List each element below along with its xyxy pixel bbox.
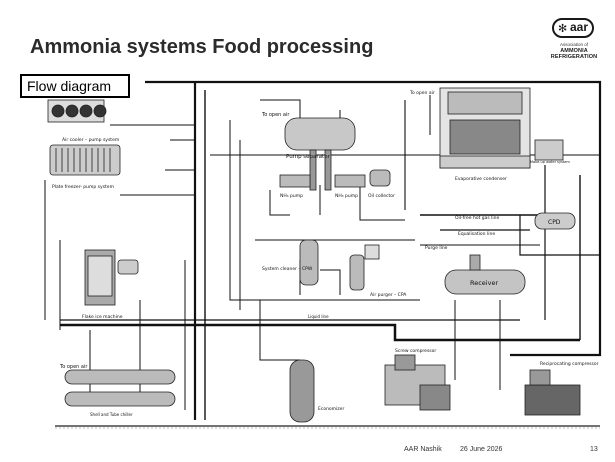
footer-org: AAR Nashik [404, 446, 442, 453]
label-air-cooler: Air cooler – pump system [62, 137, 119, 143]
label-screw-compressor: Screw compressor [395, 348, 436, 354]
label-system-cleaner: System cleaner – CPW [262, 266, 313, 272]
system-cleaner [299, 239, 319, 286]
label-cpd: CPD [548, 219, 561, 226]
air-cooler [47, 99, 107, 123]
label-receiver: Receiver [470, 279, 498, 287]
label-oil-collector: Oil collector [368, 193, 395, 199]
logo-line-2: AMMONIA REFRIGERATION [550, 48, 598, 60]
flake-ice-machine [84, 249, 139, 306]
evaporative-condenser [439, 87, 564, 169]
air-purger [349, 244, 380, 291]
pump-separator [279, 117, 391, 191]
label-plate-freezer: Plate freezer- pump system [52, 184, 114, 190]
label-evap-condenser: Evaporative condenser [455, 176, 507, 182]
label-shell-tube: Shell and Tube chiller [90, 412, 133, 417]
label-flake-ice: Flake ice machine [82, 314, 123, 320]
logo-word: aar [570, 20, 589, 34]
label-pump-separator: Pump separator [286, 154, 331, 160]
cpd-vessel [534, 212, 576, 230]
label-economizer: Economizer [318, 406, 344, 412]
label-to-open-air-1: To open air [261, 112, 290, 118]
page-number: 13 [590, 446, 598, 453]
shell-tube-chiller [64, 369, 176, 407]
label-air-purger: Air purger – CPA [370, 292, 407, 298]
label-equalisation: Equalisation line [458, 231, 495, 237]
reciprocating-compressor [524, 369, 581, 416]
label-liquid-line: Liquid line [308, 314, 329, 319]
label-make-up-water: Make-up water system [530, 160, 570, 164]
snowflake-icon: ✻ [558, 22, 568, 35]
screw-compressor [384, 354, 451, 411]
slide-title: Ammonia systems Food processing [30, 36, 374, 58]
footer-date: 26 June 2026 [460, 446, 503, 453]
label-nh3-pump-2: NH₃ pump [335, 193, 358, 199]
logo-line-1: Association of [559, 42, 588, 47]
label-reciprocating: Reciprocating compressor [540, 361, 599, 367]
label-oil-free-hot-gas: Oil-free hot gas line [455, 215, 500, 221]
label-purge-line: Purge line [425, 245, 448, 251]
logo-badge: ✻ aar [552, 18, 594, 38]
label-nh3-pump-1: NH₃ pump [280, 193, 303, 199]
section-label: Flow diagram [20, 74, 130, 98]
plate-freezer [49, 144, 121, 176]
aar-logo: ✻ aar Association of AMMONIA REFRIGERATI… [540, 18, 608, 60]
receiver-vessel [444, 254, 526, 295]
label-to-open-air-3: To open air [59, 364, 88, 370]
economizer [289, 359, 315, 423]
label-to-open-air-2: To open air [409, 90, 435, 96]
